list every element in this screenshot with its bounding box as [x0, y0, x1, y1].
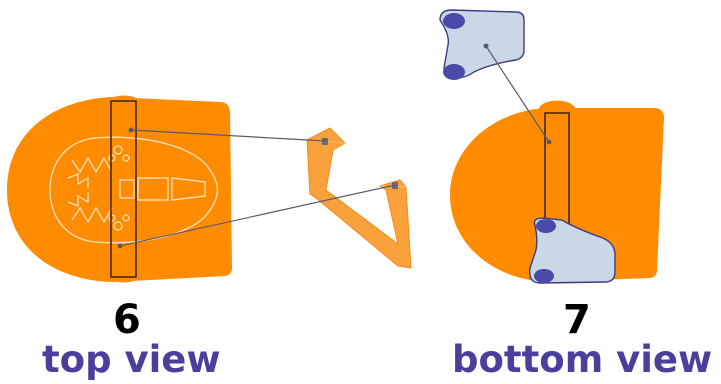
folded-strip-group: [306, 127, 412, 269]
top-view-group: [7, 92, 232, 286]
floating-bracket-screw-2: [443, 64, 465, 80]
top-view-center-seg-2: [137, 177, 169, 201]
top-view-paw-icon-upper: [108, 145, 130, 162]
step-number-7: 7: [563, 297, 591, 343]
folded-strip-tab-upper: [322, 138, 328, 145]
top-view-strip-slot: [110, 100, 137, 278]
top-view-wing-pattern-lower: [67, 192, 113, 224]
folded-strip: [306, 127, 412, 269]
floating-bracket-screw-1: [443, 13, 465, 29]
bottom-view-bracket-lower-screw-2: [534, 269, 554, 283]
bottom-view-body: [450, 108, 664, 282]
bottom-view-bracket-lower: [529, 217, 616, 284]
top-view-wing-pattern-upper: [67, 156, 113, 188]
bottom-view-bracket-lower-screw-1: [536, 219, 556, 233]
step-label-top-view: top view: [42, 338, 221, 381]
connector-line-lower: [119, 184, 396, 247]
top-view-center-seg-1: [119, 179, 135, 199]
top-view-center-seg-3: [171, 177, 206, 201]
connector-line-upper: [130, 129, 326, 142]
bottom-view-group: [450, 97, 664, 284]
connector-line-bracket: [485, 45, 550, 143]
top-view-paw-icon-lower: [108, 214, 130, 231]
step-number-6: 6: [113, 297, 141, 343]
floating-bracket-group: [439, 9, 525, 80]
step-label-bottom-view: bottom view: [452, 338, 713, 381]
